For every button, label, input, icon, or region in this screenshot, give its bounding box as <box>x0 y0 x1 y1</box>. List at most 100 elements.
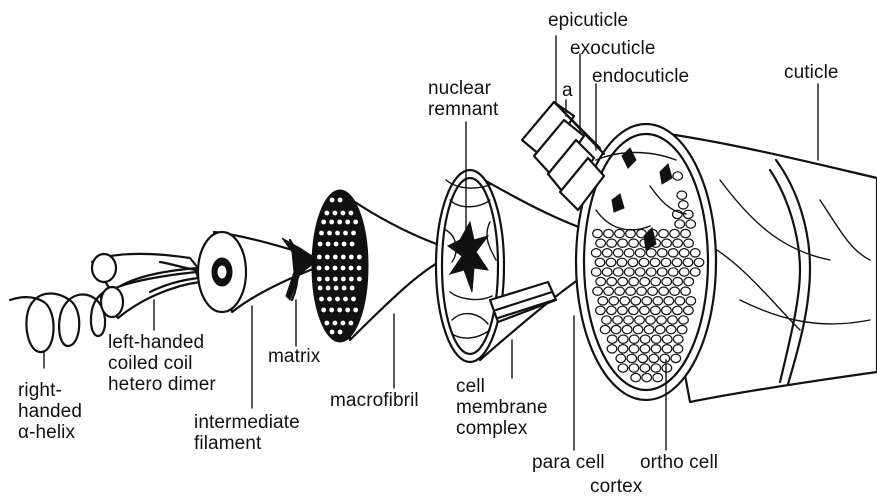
ortho-cell-fibril <box>624 316 634 324</box>
macrofibril-pore <box>318 242 323 247</box>
ortho-cell-fibril <box>657 316 667 324</box>
ortho-cell-fibril <box>648 287 658 295</box>
ortho-cell-fibril <box>683 258 693 266</box>
macrofibril-pore <box>321 220 326 225</box>
ortho-cell-fibril <box>673 239 683 247</box>
label-epicuticle: epicuticle <box>548 10 628 31</box>
ortho-cell-fibril <box>607 239 617 247</box>
ortho-cell-fibril <box>673 335 683 343</box>
ortho-cell-fibril <box>618 364 628 372</box>
ortho-cell-fibril <box>607 345 617 353</box>
macrofibril-pore <box>353 308 358 313</box>
macrofibril-pore <box>341 211 346 216</box>
macrofibril-pore <box>334 286 339 291</box>
label-line: filament <box>194 433 300 454</box>
ortho-cell-fibril <box>640 277 650 285</box>
ortho-cell-fibril <box>690 249 700 257</box>
ortho-cell-fibril <box>666 325 676 333</box>
ortho-cell-fibril <box>662 239 672 247</box>
ortho-cell-fibril <box>664 297 674 305</box>
ortho-cell-fibril <box>681 229 691 237</box>
label-exocuticle: exocuticle <box>570 38 656 59</box>
label-line: cell <box>456 376 548 397</box>
macrofibril-pore <box>318 286 323 291</box>
ortho-cell-fibril <box>686 297 696 305</box>
ortho-cell-fibril <box>651 335 661 343</box>
ortho-cell-fibril <box>624 249 634 257</box>
ortho-cell-fibril <box>649 354 659 362</box>
macrofibril-pore <box>343 231 348 236</box>
ortho-cell-fibril <box>640 345 650 353</box>
ortho-cell-fibril <box>595 258 605 266</box>
macrofibril-pore <box>327 231 332 236</box>
ortho-cell-fibril <box>618 239 628 247</box>
ortho-cell-fibril <box>662 364 672 372</box>
ortho-cell-fibril <box>631 297 641 305</box>
ortho-cell-fibril <box>651 277 661 285</box>
macrofibril-pore <box>317 255 322 260</box>
ortho-cell-fibril <box>593 287 603 295</box>
ortho-cell-fibril <box>629 277 639 285</box>
ortho-cell-fibril <box>600 325 610 333</box>
label-coiled-coil-dimer: left-handed coiled coil hetero dimer <box>108 332 216 395</box>
label-para-cell: para cell <box>532 452 605 473</box>
ortho-cell-fibril <box>681 287 691 295</box>
ortho-cell-fibril <box>646 249 656 257</box>
ortho-cell-fibril <box>618 277 628 285</box>
ortho-cell-fibril <box>615 229 625 237</box>
ortho-cell-fibril <box>670 229 680 237</box>
macrofibril-pore <box>325 277 330 282</box>
macrofibril-pore <box>337 308 342 313</box>
ortho-cell-fibril <box>639 258 649 266</box>
macrofibril-pore <box>330 198 335 203</box>
ortho-cell-fibril <box>694 258 704 266</box>
ortho-cell-fibril <box>611 325 621 333</box>
ortho-cell-fibril <box>618 306 628 314</box>
ortho-cell-fibril <box>679 201 689 209</box>
ortho-cell-fibril <box>607 306 617 314</box>
label-cell-membrane-complex: cell membrane complex <box>456 376 548 439</box>
macrofibril-pore <box>345 308 350 313</box>
ortho-cell-fibril <box>591 249 601 257</box>
ortho-cell-fibril <box>604 229 614 237</box>
macrofibril-pore <box>317 266 322 271</box>
macrofibril-pore <box>341 277 346 282</box>
macrofibril-pore <box>333 321 338 326</box>
label-macrofibril: macrofibril <box>330 390 419 411</box>
macrofibril-pore <box>335 297 340 302</box>
ortho-cell-fibril <box>644 325 654 333</box>
ortho-cell-fibril <box>677 325 687 333</box>
ortho-cell-fibril <box>591 268 601 276</box>
macrofibril-pore <box>333 277 338 282</box>
ortho-cell-fibril <box>613 249 623 257</box>
macrofibril-pore <box>343 297 348 302</box>
macrofibril-pore <box>333 211 338 216</box>
macrofibril-pore <box>349 255 354 260</box>
macrofibril-pore <box>341 255 346 260</box>
ortho-cell-fibril <box>675 220 685 228</box>
macrofibril-pore <box>325 321 330 326</box>
ortho-cell-fibril <box>613 268 623 276</box>
label-line: α-helix <box>18 422 82 443</box>
label-cortex: cortex <box>590 476 642 497</box>
ortho-cell-fibril <box>617 258 627 266</box>
ortho-cell-fibril <box>642 373 652 381</box>
ortho-cell-fibril <box>622 325 632 333</box>
macrofibril-pore <box>349 277 354 282</box>
ortho-cell-fibril <box>596 239 606 247</box>
macrofibril-pore <box>325 211 330 216</box>
macrofibril-pore <box>351 297 356 302</box>
ortho-cell-fibril <box>668 249 678 257</box>
ortho-cell-fibril <box>646 268 656 276</box>
ortho-cell-fibril <box>662 277 672 285</box>
label-line: complex <box>456 418 548 439</box>
ortho-cell-fibril <box>657 249 667 257</box>
ortho-cell-fibril <box>596 306 606 314</box>
ortho-cell-fibril <box>651 364 661 372</box>
macrofibril-pore <box>325 255 330 260</box>
ortho-cell-fibril <box>604 287 614 295</box>
ortho-cell-fibril <box>662 335 672 343</box>
macrofibril-pore <box>349 266 354 271</box>
macrofibril-pore <box>349 321 354 326</box>
